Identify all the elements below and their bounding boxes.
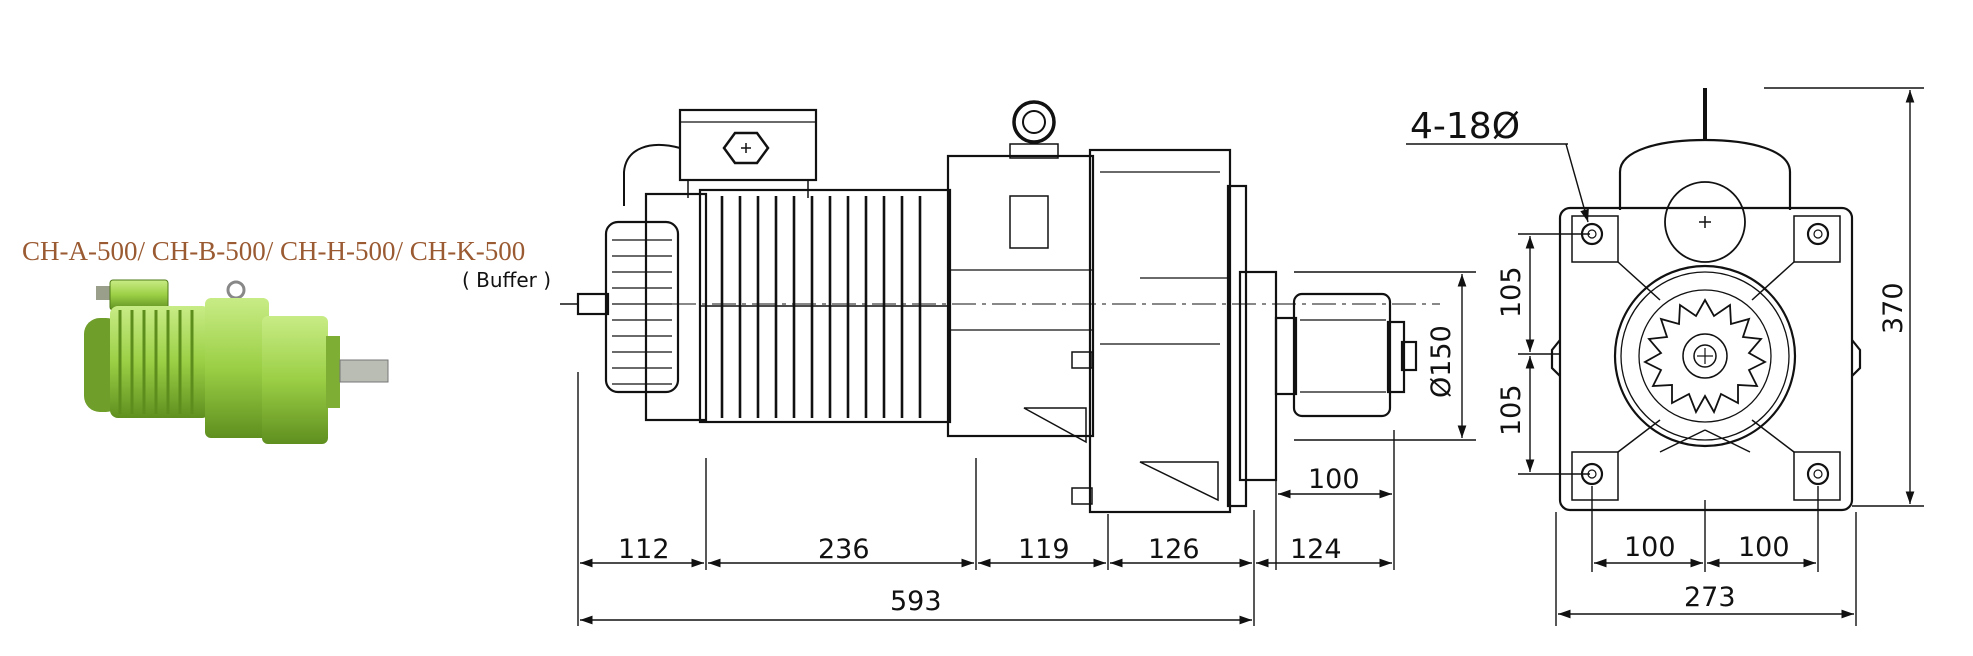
- dim-236: 236: [818, 534, 870, 565]
- motor-photo: [84, 279, 389, 444]
- dim-diameter-150: Ø150: [1426, 325, 1457, 398]
- side-view-drawing: [560, 100, 1440, 514]
- dim-100-buffer: 100: [1308, 464, 1360, 495]
- dim-273: 273: [1684, 582, 1736, 613]
- dim-100-right: 100: [1738, 532, 1790, 563]
- dim-370: 370: [1878, 282, 1909, 334]
- dim-100-left: 100: [1624, 532, 1676, 563]
- dim-112: 112: [618, 534, 670, 565]
- end-view-dimensions: [1406, 87, 1924, 626]
- model-title: CH-A-500/ CH-B-500/ CH-H-500/ CH-K-500: [22, 236, 526, 266]
- dim-126: 126: [1148, 534, 1200, 565]
- dim-593: 593: [890, 586, 942, 617]
- end-view-drawing: [1550, 88, 1862, 512]
- side-view-dimensions: [577, 271, 1476, 626]
- dim-105-upper: 105: [1496, 266, 1527, 318]
- dim-119: 119: [1018, 534, 1070, 565]
- buffer-label: ( Buffer ): [462, 268, 552, 292]
- dim-124: 124: [1290, 534, 1342, 565]
- dim-4-18-holes: 4-18Ø: [1410, 106, 1520, 147]
- dim-105-lower: 105: [1496, 384, 1527, 436]
- side-view-dimension-labels: 112 236 119 126 124 593 100 Ø150: [618, 325, 1457, 617]
- end-view-dimension-labels: 4-18Ø 105 105 370 100 100 273: [1410, 106, 1909, 613]
